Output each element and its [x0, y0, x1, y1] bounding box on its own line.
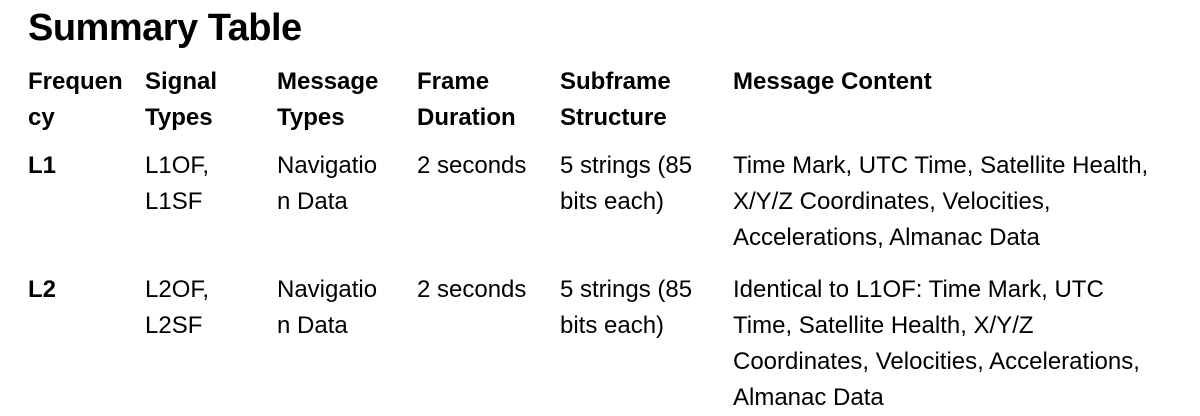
table-header-row: Frequen cy Signal Types Message Types Fr… — [28, 64, 1200, 136]
cell-frequency: L1 — [28, 152, 57, 179]
cell-subframe-structure: 5 strings (85 bits each) — [560, 152, 693, 215]
cell-message-content: Identical to L1OF: Time Mark, UTC Time, … — [733, 276, 1140, 411]
header-cell-frame-duration: Frame Duration — [417, 68, 516, 131]
cell-signal-types: L2OF, L2SF — [145, 276, 210, 339]
cell-message-types: Navigatio n Data — [277, 152, 378, 215]
header-cell-message-types: Message Types — [277, 68, 379, 131]
header-cell-frequency: Frequen cy — [28, 68, 123, 131]
page-title: Summary Table — [28, 7, 302, 49]
summary-table: Frequen cy Signal Types Message Types Fr… — [28, 64, 1200, 416]
cell-message-content: Time Mark, UTC Time, Satellite Health, X… — [733, 152, 1149, 251]
table-row-l1: L1 L1OF, L1SF Navigatio n Data 2 seconds… — [28, 148, 1200, 256]
cell-subframe-structure: 5 strings (85 bits each) — [560, 276, 693, 339]
header-cell-subframe-structure: Subframe Structure — [560, 68, 671, 131]
table-row-l2: L2 L2OF, L2SF Navigatio n Data 2 seconds… — [28, 272, 1200, 416]
header-cell-message-content: Message Content — [733, 68, 932, 95]
cell-signal-types: L1OF, L1SF — [145, 152, 210, 215]
cell-message-types: Navigatio n Data — [277, 276, 378, 339]
cell-frame-duration: 2 seconds — [417, 276, 527, 303]
header-cell-signal-types: Signal Types — [145, 68, 218, 131]
cell-frequency: L2 — [28, 276, 57, 303]
cell-frame-duration: 2 seconds — [417, 152, 527, 179]
